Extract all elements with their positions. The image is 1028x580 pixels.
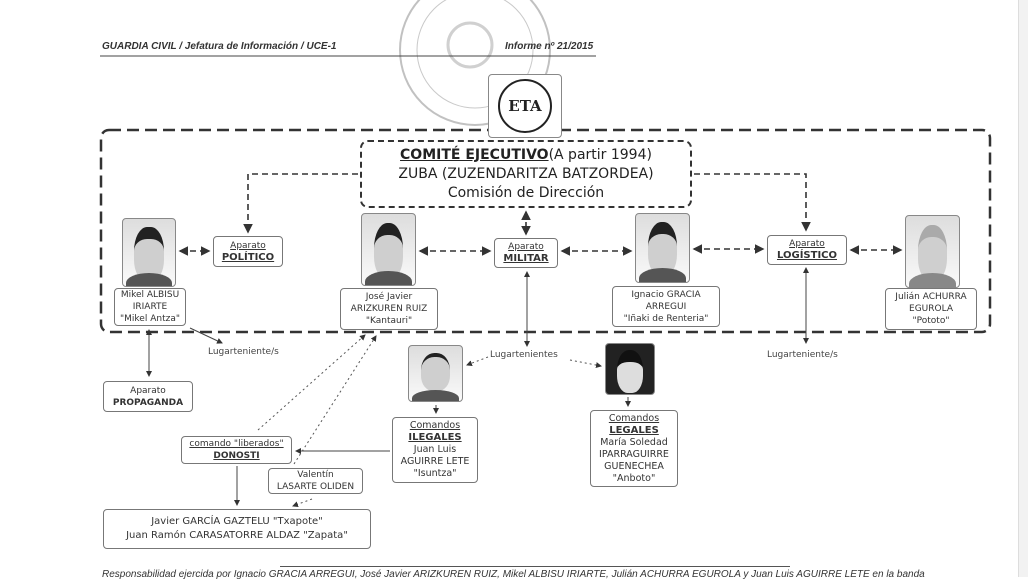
lieutenants-right: Lugarteniente/s xyxy=(767,350,838,360)
committee-period: (A partir 1994) xyxy=(548,146,652,163)
name: POLÍTICO xyxy=(221,251,275,263)
l2: Juan Ramón CARASATORRE ALDAZ "Zapata" xyxy=(126,530,348,541)
label: Aparato xyxy=(130,385,166,396)
lieutenants-center: Lugartenientes xyxy=(490,350,558,360)
committee-subtitle: Comisión de Dirección xyxy=(447,184,605,201)
l3: GUENECHEA xyxy=(604,460,664,472)
l1: Javier GARCÍA GAZTELU "Txapote" xyxy=(151,516,323,527)
name: LOGÍSTICO xyxy=(776,250,838,261)
label: Aparato xyxy=(230,240,266,251)
label: Comandos xyxy=(409,420,461,431)
lieutenants-left: Lugarteniente/s xyxy=(208,347,279,357)
l1: Juan Luis xyxy=(413,444,457,455)
photo-achurra xyxy=(905,215,960,288)
committee-zuba: ZUBA (ZUZENDARITZA BATZORDEA) xyxy=(398,165,654,182)
l1: Ignacio GRACIA xyxy=(631,289,701,300)
name: ILEGALES xyxy=(408,432,462,443)
name: MILITAR xyxy=(503,253,549,264)
l2: IPARRAGUIRRE xyxy=(599,448,669,460)
photo-albisu xyxy=(122,218,176,287)
photo-aguirre xyxy=(408,345,463,402)
l2: ARREGUI xyxy=(645,301,687,312)
committee-box: COMITÉ EJECUTIVO(A partir 1994) ZUBA (ZU… xyxy=(360,140,692,208)
header-left: GUARDIA CIVIL / Jefatura de Información … xyxy=(102,41,337,52)
scrollbar[interactable] xyxy=(1018,0,1028,577)
label: Comandos xyxy=(608,412,660,424)
label: comando "liberados" xyxy=(189,439,284,449)
l1: Mikel ALBISU xyxy=(120,290,180,300)
l1: Valentín xyxy=(297,470,334,480)
l3: "Isuntza" xyxy=(413,468,457,479)
l1: Julián ACHURRA xyxy=(895,292,967,302)
l2: AGUIRRE LETE xyxy=(400,456,470,467)
footer-text: Responsabilidad ejercida por Ignacio GRA… xyxy=(102,569,925,580)
bottom-members-box: Javier GARCÍA GAZTELU "Txapote" Juan Ramó… xyxy=(103,509,371,549)
name: LEGALES xyxy=(609,424,659,436)
photo-gracia xyxy=(635,213,690,283)
label: Aparato xyxy=(789,239,825,249)
label: Aparato xyxy=(508,242,544,252)
l3: "Iñaki de Renteria" xyxy=(623,313,709,324)
l2: ARIZKUREN RUIZ xyxy=(350,304,428,314)
caption-albisu: Mikel ALBISU IRIARTE "Mikel Antza" xyxy=(114,288,186,326)
l3: "Pototo" xyxy=(912,316,950,326)
l1: María Soledad xyxy=(600,436,668,448)
stamp-seal xyxy=(399,0,551,126)
l2: LASARTE OLIDEN xyxy=(276,482,355,492)
caption-achurra: Julián ACHURRA EGUROLA "Pototo" xyxy=(885,288,977,330)
l3: "Kantauri" xyxy=(365,316,413,326)
l1: José Javier xyxy=(365,292,413,302)
header-report-number: Informe nº 21/2015 xyxy=(505,41,594,52)
name: DONOSTI xyxy=(213,451,260,461)
l4: "Anboto" xyxy=(612,472,656,484)
photo-arizkuren xyxy=(361,213,416,286)
comando-donosti-box: comando "liberados" DONOSTI xyxy=(181,436,292,464)
l2: IRIARTE xyxy=(132,302,168,312)
l2: EGUROLA xyxy=(909,304,953,314)
name: PROPAGANDA xyxy=(112,397,184,408)
photo-iparraguirre xyxy=(605,343,655,395)
eta-logo: ETA xyxy=(488,74,562,138)
l3: "Mikel Antza" xyxy=(120,314,180,324)
committee-title: COMITÉ EJECUTIVO xyxy=(400,146,549,163)
footer-rule xyxy=(280,566,790,567)
